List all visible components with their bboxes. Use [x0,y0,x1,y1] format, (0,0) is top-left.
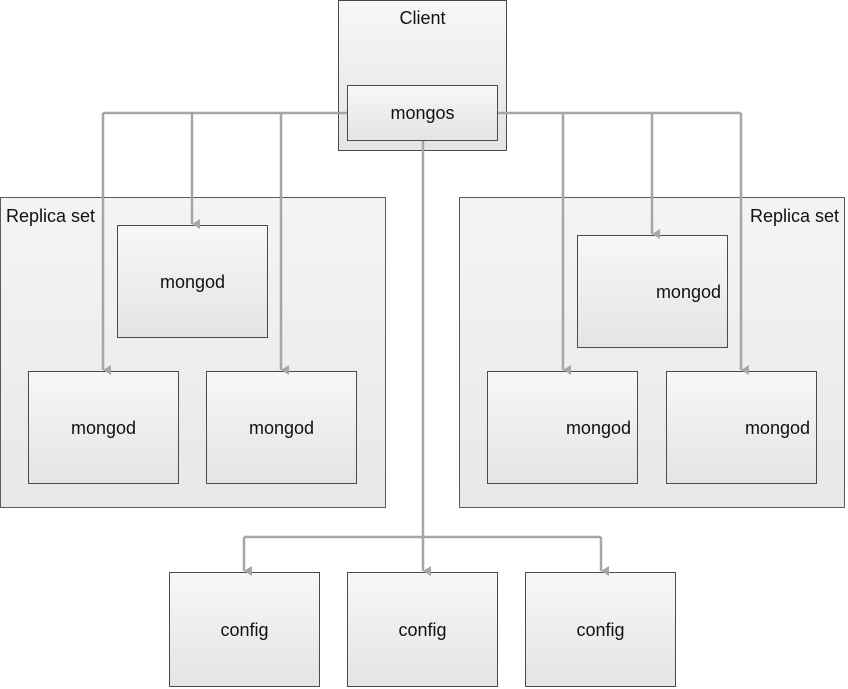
config-label: config [220,619,269,640]
config-server-1: config [169,572,320,687]
client-title: Client [399,8,446,28]
mongod-left-top: mongod [117,225,268,338]
mongod-right-bottom-2: mongod [666,371,817,484]
replica-set-right-title: Replica set [749,206,839,226]
mongod-label: mongod [248,417,315,438]
mongod-label: mongod [744,418,810,438]
config-server-3: config [525,572,676,687]
config-label: config [576,619,625,640]
mongos-label: mongos [390,103,455,123]
mongod-right-top: mongod [577,235,728,348]
mongod-label: mongod [565,418,631,438]
mongod-left-bottom-1: mongod [28,371,179,484]
mongod-label: mongod [159,271,226,292]
replica-set-left-title: Replica set [6,206,96,226]
mongod-left-bottom-2: mongod [206,371,357,484]
mongod-label: mongod [655,282,721,302]
config-server-2: config [347,572,498,687]
mongod-label: mongod [70,417,137,438]
mongos-router-box: mongos [347,85,498,141]
mongod-right-bottom-1: mongod [487,371,638,484]
config-label: config [398,619,447,640]
